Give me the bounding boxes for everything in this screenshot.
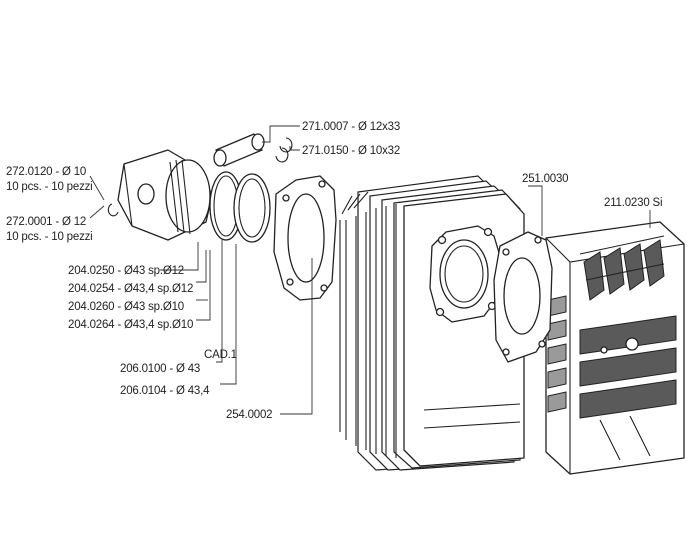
circlip-left (107, 203, 119, 217)
label-ring-c: 204.0260 - Ø43 sp.Ø10 (68, 301, 184, 313)
piston (117, 149, 213, 241)
label-ring-b: 204.0254 - Ø43,4 sp.Ø12 (68, 283, 193, 295)
base-gasket (273, 175, 337, 301)
label-clip-12: 272.0001 - Ø 12 (6, 216, 86, 228)
circlip-right (275, 137, 293, 163)
label-ring-d: 204.0264 - Ø43,4 sp.Ø10 (68, 319, 193, 331)
label-clip-12-pcs: 10 pcs. - 10 pezzi (6, 231, 93, 243)
label-base-gasket: 254.0002 (226, 409, 272, 421)
label-ring-a: 204.0250 - Ø43 sp.Ø12 (68, 265, 184, 277)
label-ring-set-434: 206.0104 - Ø 43,4 (120, 385, 210, 397)
label-ring-set-43: 206.0100 - Ø 43 (120, 363, 200, 375)
head-gasket (493, 231, 553, 363)
cylinder (339, 175, 525, 471)
label-head-gasket: 251.0030 (522, 173, 568, 185)
label-head: 211.0230 Si (604, 197, 662, 209)
label-clip-10-pcs: 10 pcs. - 10 pezzi (6, 181, 93, 193)
part-labels: 271.0007 - Ø 12x33 271.0150 - Ø 10x32 27… (6, 121, 663, 421)
label-pin-10x32: 271.0150 - Ø 10x32 (302, 145, 400, 157)
label-clip-10: 272.0120 - Ø 10 (6, 166, 86, 178)
piston-rings (209, 171, 271, 243)
cylinder-head (545, 221, 685, 475)
label-pin-12x33: 271.0007 - Ø 12x33 (302, 121, 400, 133)
leader-lines (89, 125, 651, 415)
label-cad: CAD.1 (204, 349, 237, 361)
piston-pin (213, 133, 265, 167)
